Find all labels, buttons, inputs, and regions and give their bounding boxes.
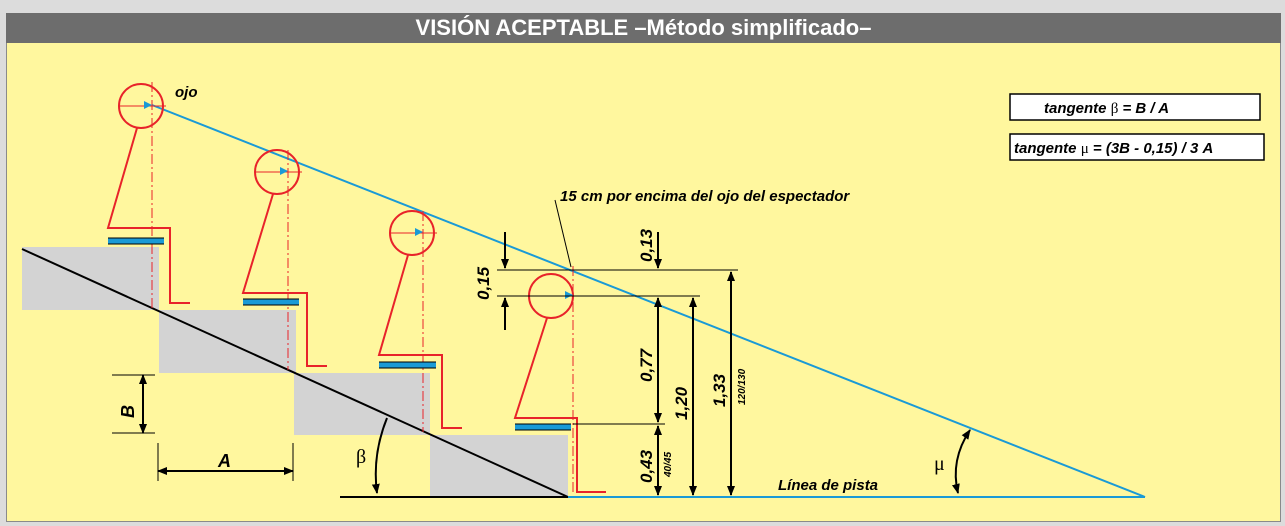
mu-arc xyxy=(951,429,971,494)
spectator-2 xyxy=(241,149,327,370)
formula-beta: tangente β = B / A xyxy=(1044,100,1169,117)
dim-015-label: 0,15 xyxy=(474,266,493,300)
dim-120-label: 1,20 xyxy=(672,386,691,420)
mu-label: μ xyxy=(934,453,945,475)
beta-arc xyxy=(371,417,388,494)
dim-043-sub-label: 40/45 xyxy=(663,452,674,478)
eye-label: ojo xyxy=(175,84,198,101)
page-title: VISIÓN ACEPTABLE –Método simplificado– xyxy=(6,13,1281,43)
formula-mu: tangente μ = (3B - 0,15) / 3 A xyxy=(1014,140,1213,157)
dim-077-label: 0,77 xyxy=(637,347,656,382)
track-line-label: Línea de pista xyxy=(778,477,878,494)
dim-013-label: 0,13 xyxy=(637,228,656,262)
B-label: B xyxy=(118,405,138,418)
dim-133-label: 1,33 xyxy=(710,373,729,407)
formula-box-mu xyxy=(1009,133,1265,161)
dimension-arrows xyxy=(139,232,735,496)
dim-133-sub-label: 120/130 xyxy=(737,368,748,405)
spectator-1 xyxy=(106,82,190,310)
beta-label: β xyxy=(356,446,366,468)
spectator-3 xyxy=(377,210,462,432)
above-eye-label: 15 cm por encima del ojo del espectador xyxy=(560,188,850,205)
step-slope-line xyxy=(21,248,569,498)
formula-box-beta xyxy=(1009,93,1261,121)
A-label: A xyxy=(217,451,231,471)
step-1 xyxy=(22,247,159,310)
dimension-reference-lines xyxy=(497,199,738,425)
dim-043-label: 0,43 xyxy=(637,449,656,483)
sight-line xyxy=(151,104,1146,498)
